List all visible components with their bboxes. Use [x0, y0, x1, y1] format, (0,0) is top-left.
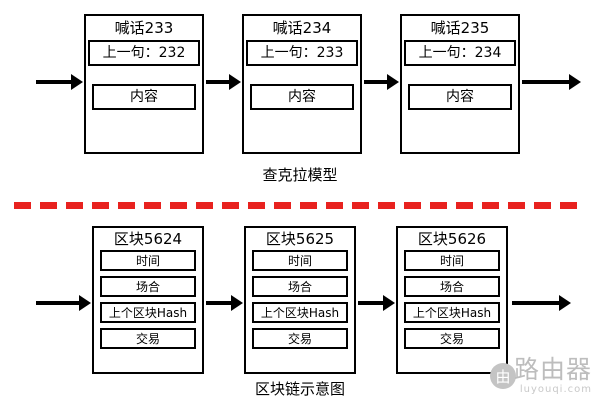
top-section-caption: 查克拉模型 [262, 166, 338, 184]
chakra-block-2: 喊话234 上一句：233 内容 [242, 14, 362, 154]
blockchain-block-1-row-prevhash: 上个区块Hash [100, 302, 196, 323]
blockchain-block-2-row-prevhash: 上个区块Hash [252, 302, 348, 323]
blockchain-block-2-row-time: 时间 [252, 250, 348, 271]
blockchain-block-1-row-tx: 交易 [100, 328, 196, 349]
chakra-block-3-prev: 上一句：234 [404, 40, 516, 66]
chakra-block-3-content: 内容 [408, 84, 512, 110]
bottom-section-caption: 区块链示意图 [254, 380, 345, 398]
blockchain-block-3-title: 区块5626 [398, 228, 506, 250]
chakra-block-1-title: 喊话233 [86, 16, 202, 40]
blockchain-block-2-title: 区块5625 [246, 228, 354, 250]
chakra-block-3: 喊话235 上一句：234 内容 [400, 14, 520, 154]
chakra-block-1-content: 内容 [92, 84, 196, 110]
blockchain-block-1: 区块5624 时间 场合 上个区块Hash 交易 [92, 226, 204, 374]
blockchain-block-1-row-time: 时间 [100, 250, 196, 271]
blockchain-block-3-row-prevhash: 上个区块Hash [404, 302, 500, 323]
blockchain-block-2-row-tx: 交易 [252, 328, 348, 349]
chakra-block-1: 喊话233 上一句：232 内容 [84, 14, 204, 154]
watermark-badge: 由 [490, 363, 516, 389]
chakra-block-2-prev: 上一句：233 [246, 40, 358, 66]
blockchain-block-1-title: 区块5624 [94, 228, 202, 250]
blockchain-block-3-row-time: 时间 [404, 250, 500, 271]
blockchain-block-3-row-occasion: 场合 [404, 276, 500, 297]
watermark: 路由器 luyouqi.com [514, 357, 592, 395]
blockchain-block-3-row-tx: 交易 [404, 328, 500, 349]
blockchain-block-1-row-occasion: 场合 [100, 276, 196, 297]
blockchain-block-3: 区块5626 时间 场合 上个区块Hash 交易 [396, 226, 508, 374]
chakra-block-2-content: 内容 [250, 84, 354, 110]
chakra-block-2-title: 喊话234 [244, 16, 360, 40]
chakra-block-3-title: 喊话235 [402, 16, 518, 40]
blockchain-block-2: 区块5625 时间 场合 上个区块Hash 交易 [244, 226, 356, 374]
watermark-main-text: 路由器 [513, 355, 592, 384]
blockchain-block-2-row-occasion: 场合 [252, 276, 348, 297]
watermark-sub-text: luyouqi.com [519, 384, 592, 395]
chakra-block-1-prev: 上一句：232 [88, 40, 200, 66]
red-dashed-divider [14, 202, 586, 209]
